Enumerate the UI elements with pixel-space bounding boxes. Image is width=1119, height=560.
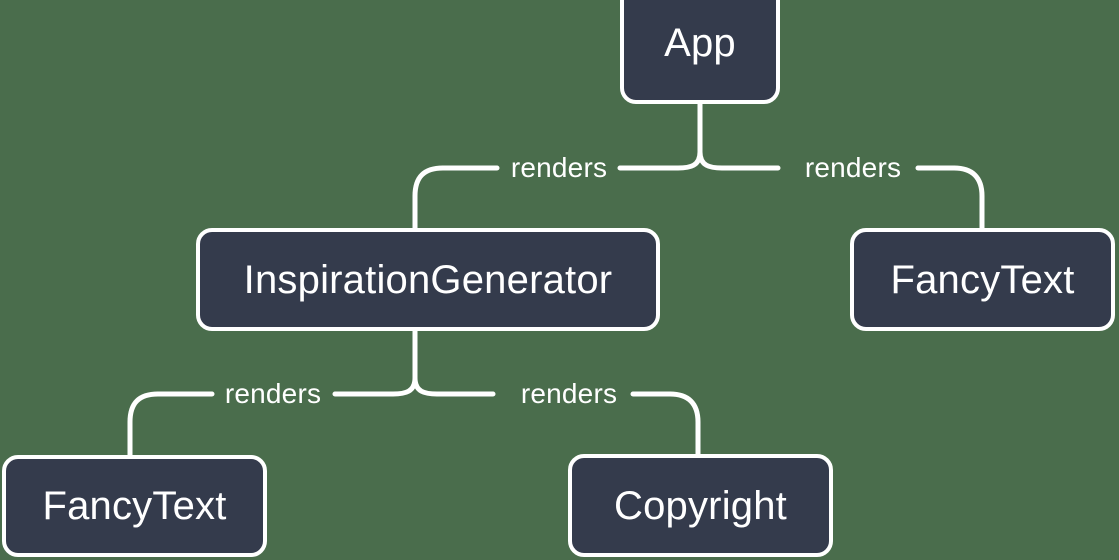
node-fancytext-left[interactable]: FancyText [2, 455, 267, 557]
node-fancytext-left-label: FancyText [42, 484, 227, 528]
node-fancytext-right-label: FancyText [890, 257, 1075, 302]
edge-label-inspirationgenerator-to-copyright: renders [520, 378, 618, 409]
node-app-label: App [664, 21, 736, 65]
node-inspirationgenerator-label: InspirationGenerator [243, 257, 613, 302]
node-inspirationgenerator[interactable]: InspirationGenerator [196, 228, 660, 331]
node-fancytext-right[interactable]: FancyText [850, 228, 1115, 331]
node-app[interactable]: App [620, 0, 780, 104]
node-copyright[interactable]: Copyright [568, 454, 833, 557]
edge-label-app-to-fancytext-right: renders [804, 152, 902, 183]
edge-label-app-to-inspirationgenerator: renders [510, 152, 608, 183]
edge-label-inspirationgenerator-to-fancytext-left: renders [224, 378, 322, 409]
node-copyright-label: Copyright [614, 483, 787, 528]
